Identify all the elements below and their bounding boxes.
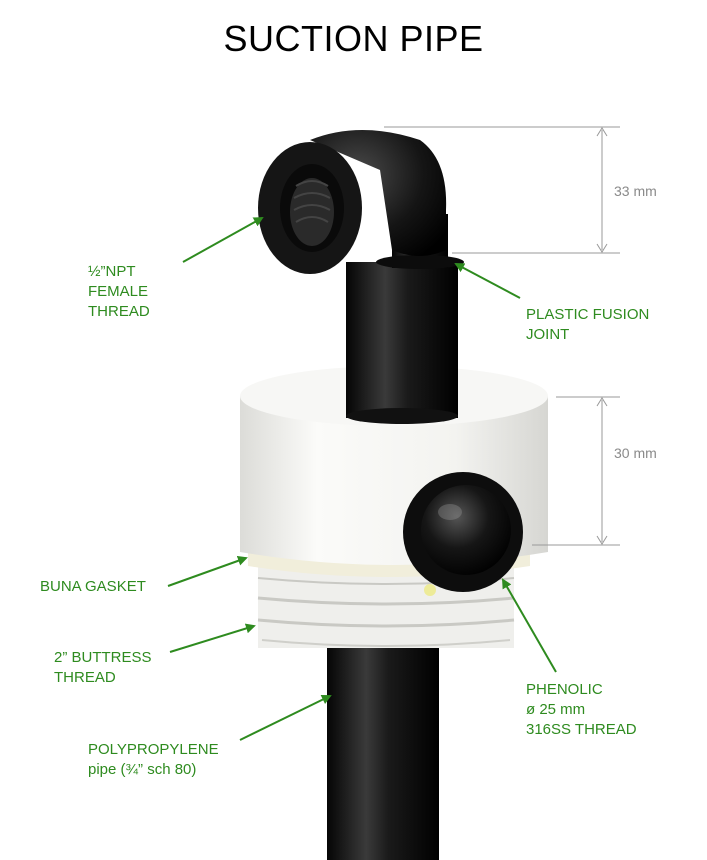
label-fusion-joint: PLASTIC FUSION JOINT [526, 306, 650, 343]
arrow-gasket [167, 555, 248, 587]
page-title: SUCTION PIPE [223, 18, 484, 59]
dimension-elbow-height: 33 mm [614, 183, 657, 199]
phenolic-knob [403, 472, 523, 592]
arrow-fusion [454, 263, 521, 299]
arrow-phenolic [502, 578, 557, 673]
dimension-lines [384, 126, 620, 546]
label-npt-thread: ½”NPT FEMALE THREAD [88, 263, 150, 320]
lower-pipe [327, 640, 439, 860]
callout-arrows [167, 217, 557, 741]
label-buna-gasket: BUNA GASKET [40, 578, 146, 595]
arrow-pipe [239, 695, 332, 741]
upper-pipe [346, 262, 458, 424]
label-buttress-thread: 2” BUTTRESS THREAD [54, 649, 152, 686]
elbow-fitting [258, 130, 447, 274]
dimension-housing-height: 30 mm [614, 445, 657, 461]
arrow-npt [182, 217, 264, 263]
thread-highlight [424, 584, 436, 596]
arrow-buttress [169, 623, 256, 653]
label-polypropylene-pipe: POLYPROPYLENE pipe (¾” sch 80) [88, 741, 219, 778]
label-phenolic: PHENOLIC ø 25 mm 316SS THREAD [526, 681, 637, 738]
